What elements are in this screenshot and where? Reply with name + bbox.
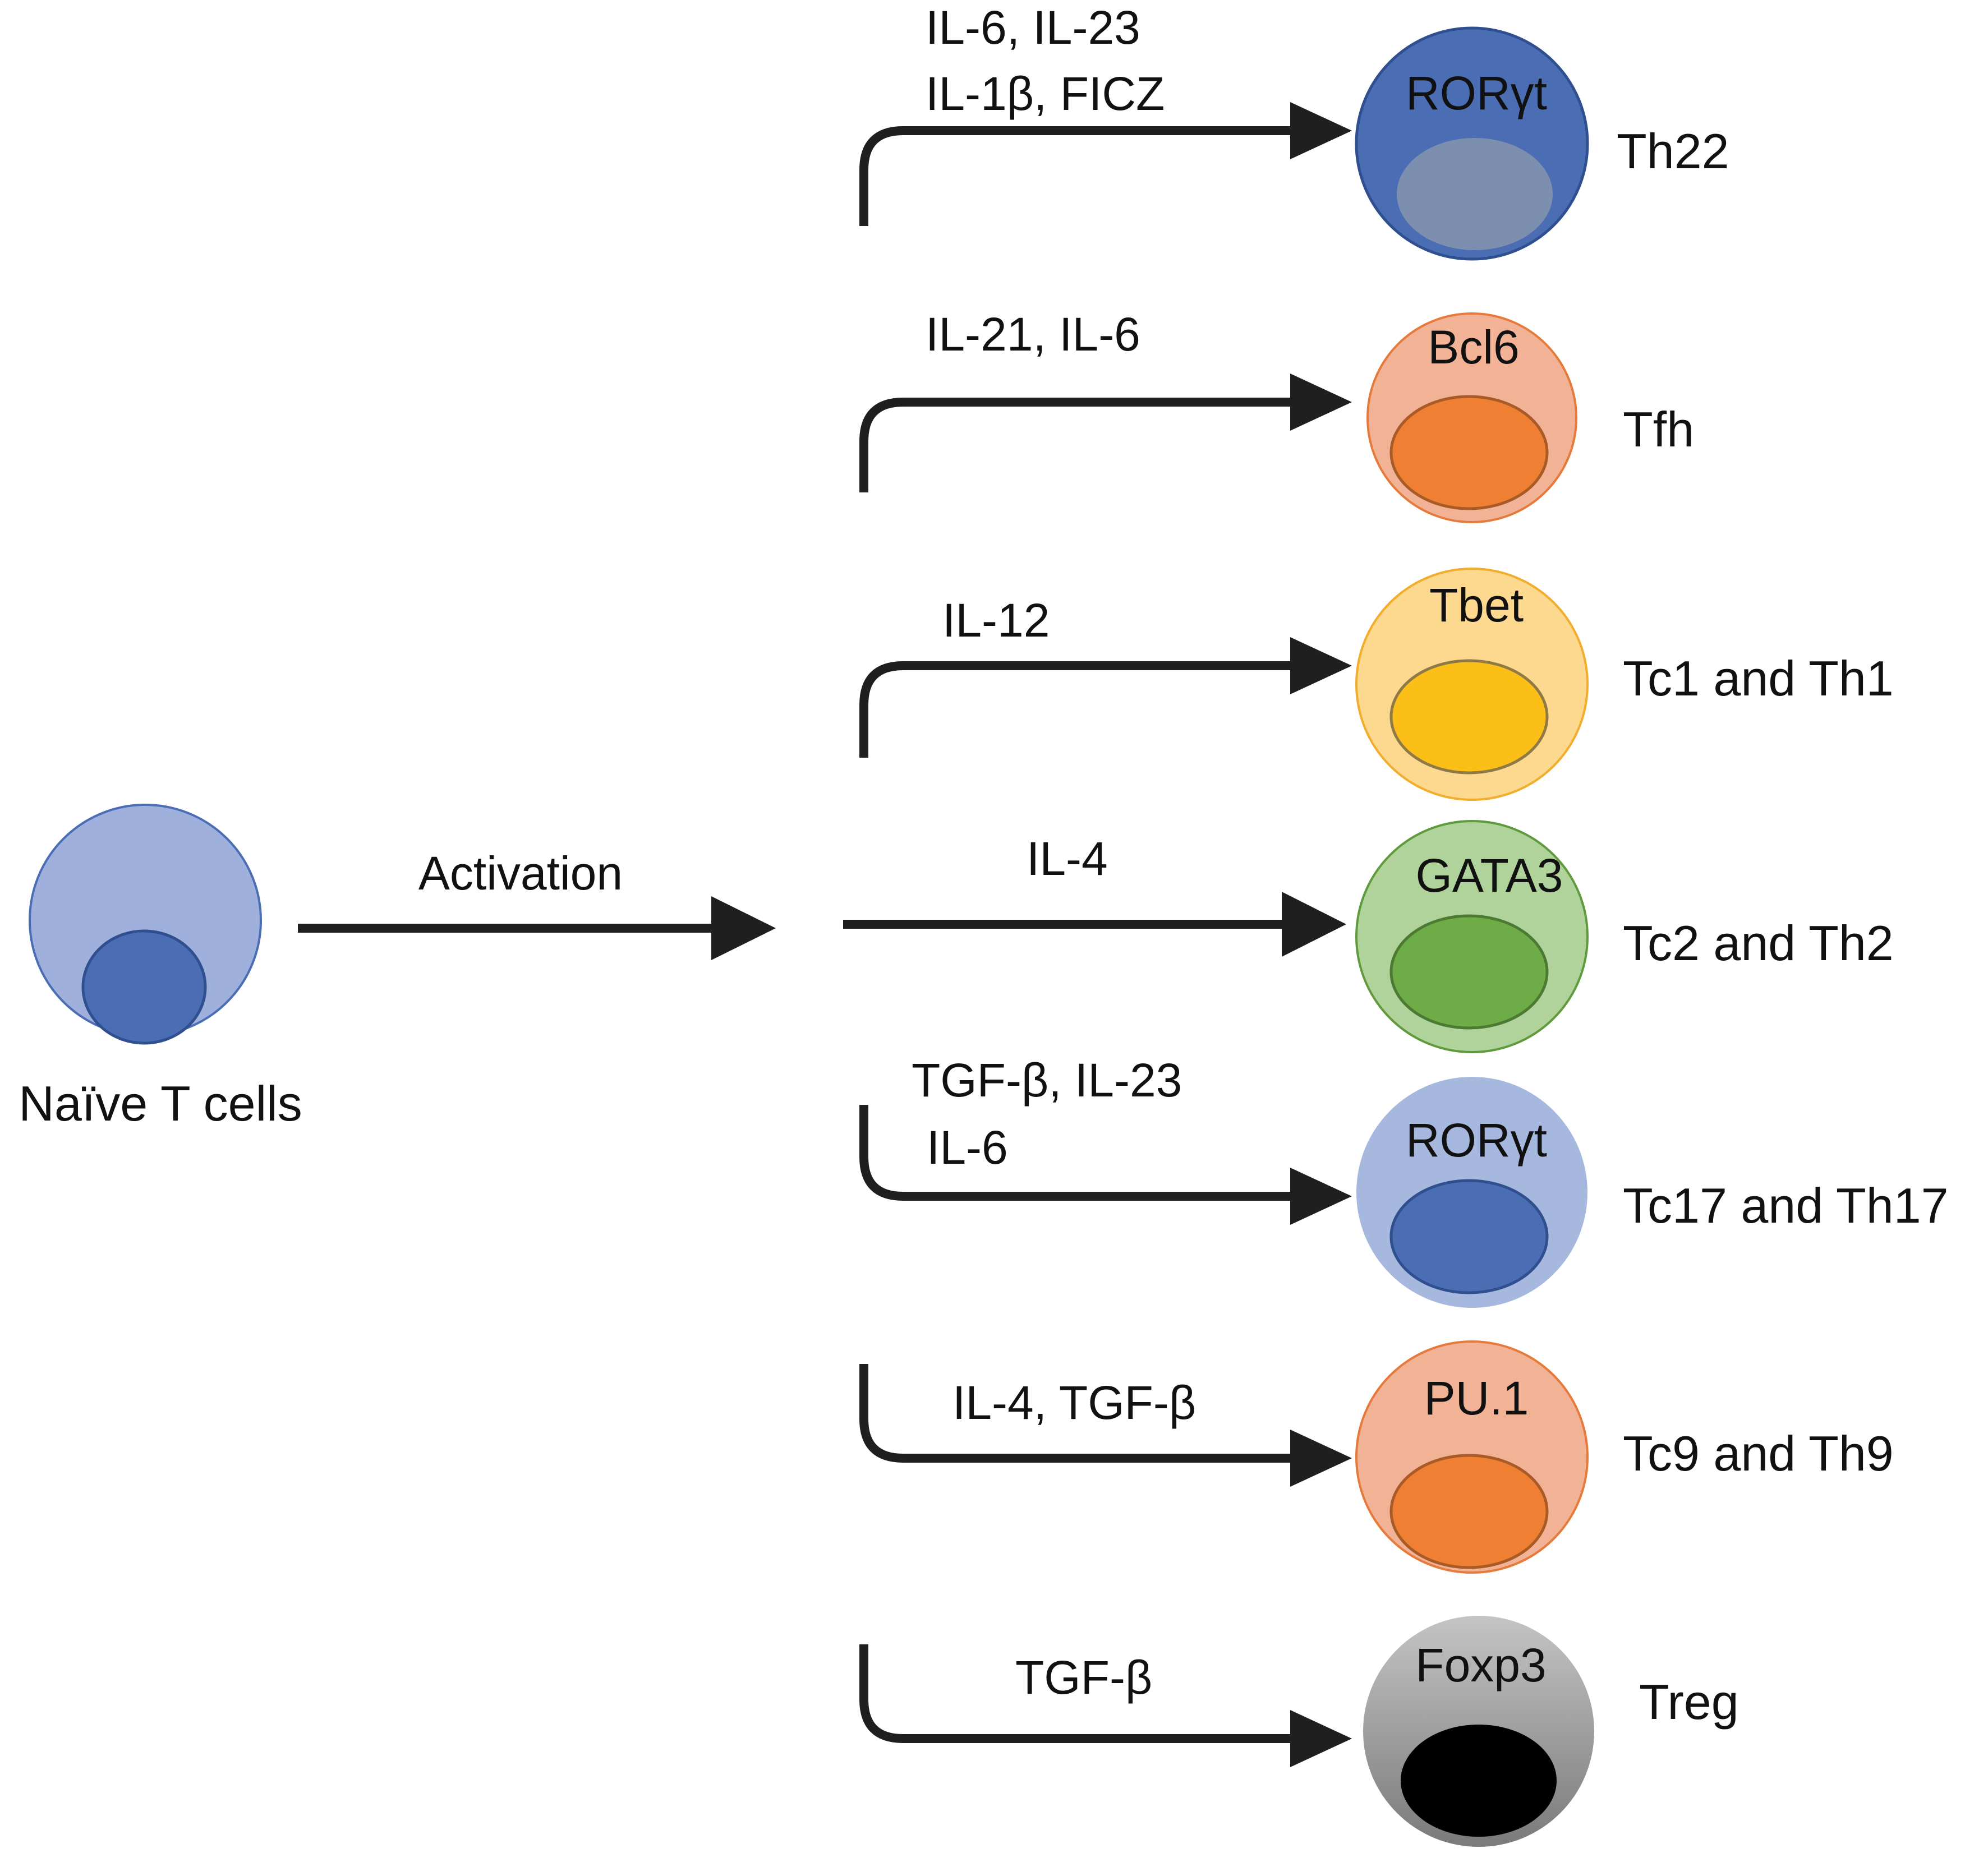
tc17-th17-factor-label: RORγt <box>1406 1114 1547 1167</box>
branch-tfh: IL-21, IL-6 Bcl6 Tfh <box>859 308 1694 523</box>
th22-factor-label: RORγt <box>1406 67 1547 119</box>
tc9-th9-factor-label: PU.1 <box>1424 1372 1529 1425</box>
treg-cell-nucleus <box>1401 1725 1557 1837</box>
branch-treg-arrow-head <box>1290 1710 1352 1767</box>
branch-th22-arrow-head <box>1290 102 1352 159</box>
tc1-th1-cell-label: Tc1 and Th1 <box>1623 651 1894 706</box>
activation-arrow-head <box>711 896 776 960</box>
tc1-th1-factor-label: Tbet <box>1429 579 1524 632</box>
branch-th22: IL-6, IL-23 IL-1β, FICZ RORγt Th22 <box>859 1 1729 261</box>
branch-tc2-th2: IL-4 GATA3 Tc2 and Th2 <box>843 820 1894 1053</box>
branch-tc9-th9-arrow-head <box>1290 1430 1352 1487</box>
treg-factor-label: Foxp3 <box>1415 1639 1546 1691</box>
branch-treg-path <box>859 1644 1296 1743</box>
branch-tc1-th1-arrow-head <box>1290 637 1352 694</box>
branch-tc17-th17-cytokine-line-1: TGF-β, IL-23 <box>912 1054 1182 1107</box>
naive-t-cell <box>29 804 262 1045</box>
activation-label: Activation <box>418 847 623 900</box>
th22-cell-label: Th22 <box>1617 123 1729 179</box>
branch-tc17-th17-arrow-head <box>1290 1168 1352 1225</box>
tc17-th17-cell-nucleus <box>1389 1179 1549 1294</box>
branch-tfh-arrow-head <box>1290 374 1352 431</box>
branch-th22-cytokine-line-2: IL-1β, FICZ <box>926 67 1165 120</box>
branch-treg: TGF-β Foxp3 Treg <box>859 1616 1739 1847</box>
tc17-th17-cell-label: Tc17 and Th17 <box>1623 1178 1949 1233</box>
tc9-th9-cell-label: Tc9 and Th9 <box>1623 1426 1894 1481</box>
branch-tc1-th1-path <box>859 661 1296 758</box>
tfh-cell-nucleus <box>1389 395 1549 510</box>
branch-tc2-th2-cytokine-line-1: IL-4 <box>1027 832 1108 885</box>
branch-tc9-th9-path <box>859 1364 1296 1463</box>
branch-treg-cytokine-line-1: TGF-β <box>1015 1651 1152 1704</box>
branch-tc1-th1-cytokine-line-1: IL-12 <box>942 594 1050 647</box>
tc1-th1-cell-nucleus <box>1389 659 1549 775</box>
naive-cell-nucleus <box>81 929 207 1045</box>
th22-cell-nucleus <box>1397 138 1553 250</box>
branch-tc17-th17-path <box>859 1105 1296 1201</box>
branch-tfh-cytokine-line-1: IL-21, IL-6 <box>926 308 1140 361</box>
naive-cell-label: Naïve T cells <box>19 1076 302 1131</box>
branch-tc1-th1: IL-12 Tbet Tc1 and Th1 <box>859 568 1894 801</box>
branch-tc2-th2-arrow-head <box>1282 892 1346 957</box>
branch-th22-path <box>859 126 1296 226</box>
tc2-th2-factor-label: GATA3 <box>1416 849 1563 902</box>
branch-tc17-th17: TGF-β, IL-23 IL-6 RORγt Tc17 and Th17 <box>859 1054 1949 1308</box>
branch-tc9-th9: IL-4, TGF-β PU.1 Tc9 and Th9 <box>859 1340 1894 1574</box>
branch-tc17-th17-cytokine-line-2: IL-6 <box>927 1121 1008 1174</box>
tc2-th2-cell-nucleus <box>1389 914 1549 1030</box>
branch-tfh-path <box>859 398 1296 492</box>
treg-cell-label: Treg <box>1639 1674 1739 1730</box>
branch-tc9-th9-cytokine-line-1: IL-4, TGF-β <box>952 1376 1196 1429</box>
branch-th22-cytokine-line-1: IL-6, IL-23 <box>926 1 1140 54</box>
tc2-th2-cell-label: Tc2 and Th2 <box>1623 915 1894 971</box>
tfh-cell-label: Tfh <box>1623 402 1694 457</box>
tc9-th9-cell-nucleus <box>1389 1454 1549 1569</box>
tfh-factor-label: Bcl6 <box>1428 321 1519 374</box>
